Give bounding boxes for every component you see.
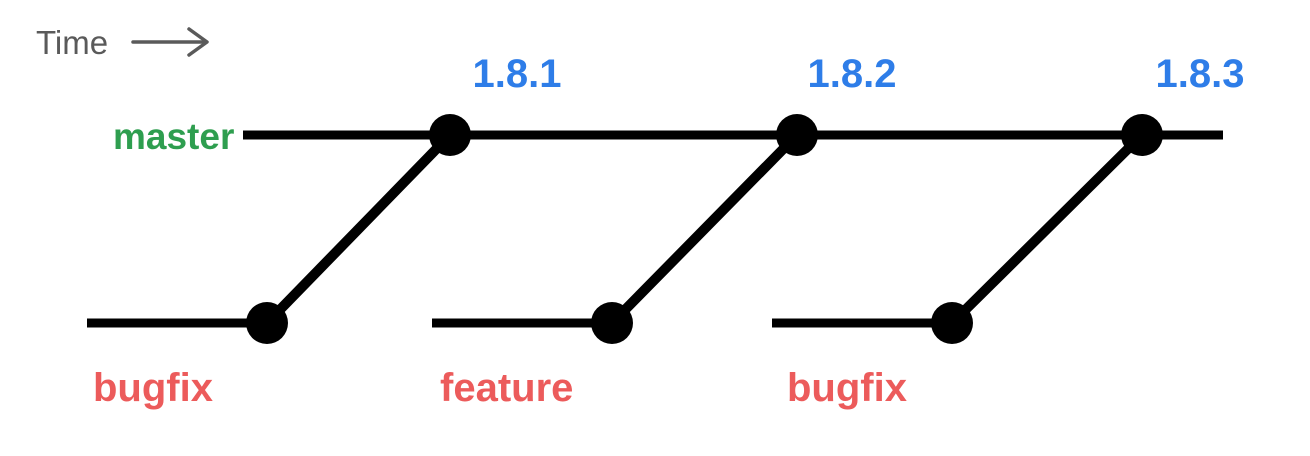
master-commit-dot-1 <box>429 114 471 156</box>
master-branch-label: master <box>113 116 234 157</box>
branch-label-bugfix-2: bugfix <box>787 366 907 410</box>
arrow-head <box>187 27 209 57</box>
version-tag-3: 1.8.3 <box>1156 52 1245 96</box>
merge-line-bugfix-1 <box>262 130 455 328</box>
time-axis-label: Time <box>36 24 108 61</box>
branch-label-feature: feature <box>440 366 573 410</box>
master-commit-dot-3 <box>1121 114 1163 156</box>
feature-commit-dot <box>591 302 633 344</box>
arrow-right-icon <box>131 27 209 57</box>
merge-line-feature <box>607 130 802 328</box>
branch-label-bugfix-1: bugfix <box>93 366 213 410</box>
merge-line-bugfix-2 <box>947 130 1147 328</box>
bugfix-commit-dot-2 <box>931 302 973 344</box>
version-tag-2: 1.8.2 <box>808 52 897 96</box>
master-commit-dot-2 <box>776 114 818 156</box>
bugfix-commit-dot-1 <box>246 302 288 344</box>
version-tag-1: 1.8.1 <box>473 52 562 96</box>
